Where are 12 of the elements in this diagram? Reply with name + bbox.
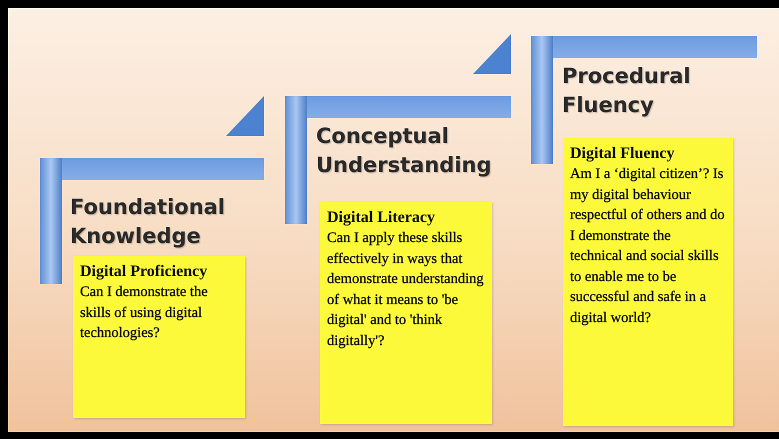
sticky-note [563, 138, 733, 426]
stage-heading: Conceptual Understanding [316, 123, 493, 179]
note-text: Am I a ‘digital citizen’? Is my digital behaviour respectful of others and do I demonstrate the technical and social skills to enable me to be successful and safe in a digital world? [570, 165, 726, 328]
stage-heading: Foundational Knowledge [70, 194, 226, 250]
sticky-note [73, 256, 245, 418]
note-title: Digital Literacy [327, 208, 436, 228]
note-text: Can I demonstrate the skills of using digital technologies? [80, 283, 209, 343]
sticky-note [320, 202, 492, 424]
stage-heading: Procedural Fluency [562, 63, 692, 119]
note-title: Digital Proficiency [80, 262, 208, 282]
note-title: Digital Fluency [570, 144, 676, 164]
note-text: Can I apply these skills effectively in ways that demonstrate understanding of what it means to 'be digital' and to 'think digitally'? [327, 229, 485, 350]
